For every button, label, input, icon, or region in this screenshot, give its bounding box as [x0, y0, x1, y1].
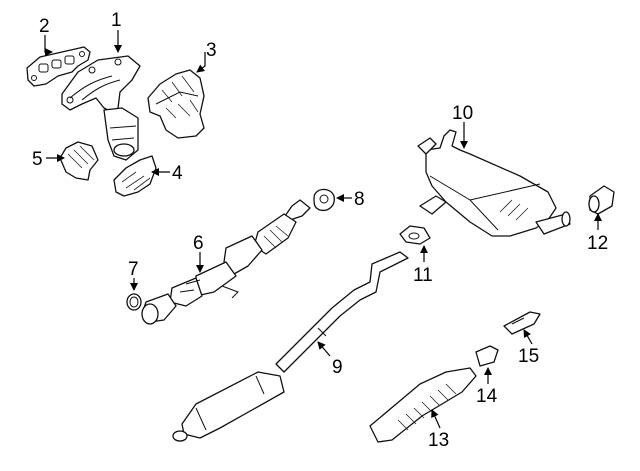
callout-1: 1 [111, 10, 122, 31]
manifold-heat-shield[interactable] [147, 69, 205, 139]
front-exhaust-pipe[interactable] [141, 199, 311, 325]
callout-2: 2 [39, 16, 50, 37]
rear-muffler[interactable] [417, 129, 571, 237]
callout-13: 13 [428, 430, 449, 451]
callout-8: 8 [354, 189, 365, 210]
callout-7: 7 [128, 259, 139, 280]
center-pipe-gasket[interactable] [399, 225, 431, 245]
rear-heat-shield-strip[interactable] [503, 311, 541, 335]
callout-10: 10 [452, 103, 473, 124]
center-exhaust-pipe[interactable] [172, 251, 409, 442]
callout-labels: 1 2 3 4 5 6 7 8 9 10 11 12 13 14 15 [32, 10, 608, 451]
center-floor-heat-shield[interactable] [369, 367, 477, 443]
front-pipe-flange-gasket[interactable] [126, 293, 142, 311]
callout-9: 9 [332, 357, 343, 378]
callout-14: 14 [476, 386, 498, 407]
callout-3: 3 [206, 40, 217, 61]
callout-11: 11 [413, 265, 433, 286]
exhaust-manifold[interactable] [61, 55, 141, 161]
tail-pipe-finisher[interactable] [588, 185, 615, 215]
converter-heat-shield-right[interactable] [113, 155, 157, 197]
small-heat-shield-bracket[interactable] [475, 345, 499, 367]
callout-15: 15 [518, 346, 539, 367]
callout-6: 6 [193, 233, 204, 254]
callout-5: 5 [32, 149, 43, 170]
exhaust-manifold-gasket[interactable] [26, 46, 91, 87]
callout-4: 4 [172, 163, 183, 184]
front-pipe-gasket[interactable] [313, 188, 335, 212]
callout-12: 12 [587, 233, 608, 254]
converter-heat-shield-left[interactable] [59, 141, 99, 181]
leader-lines [44, 30, 602, 429]
